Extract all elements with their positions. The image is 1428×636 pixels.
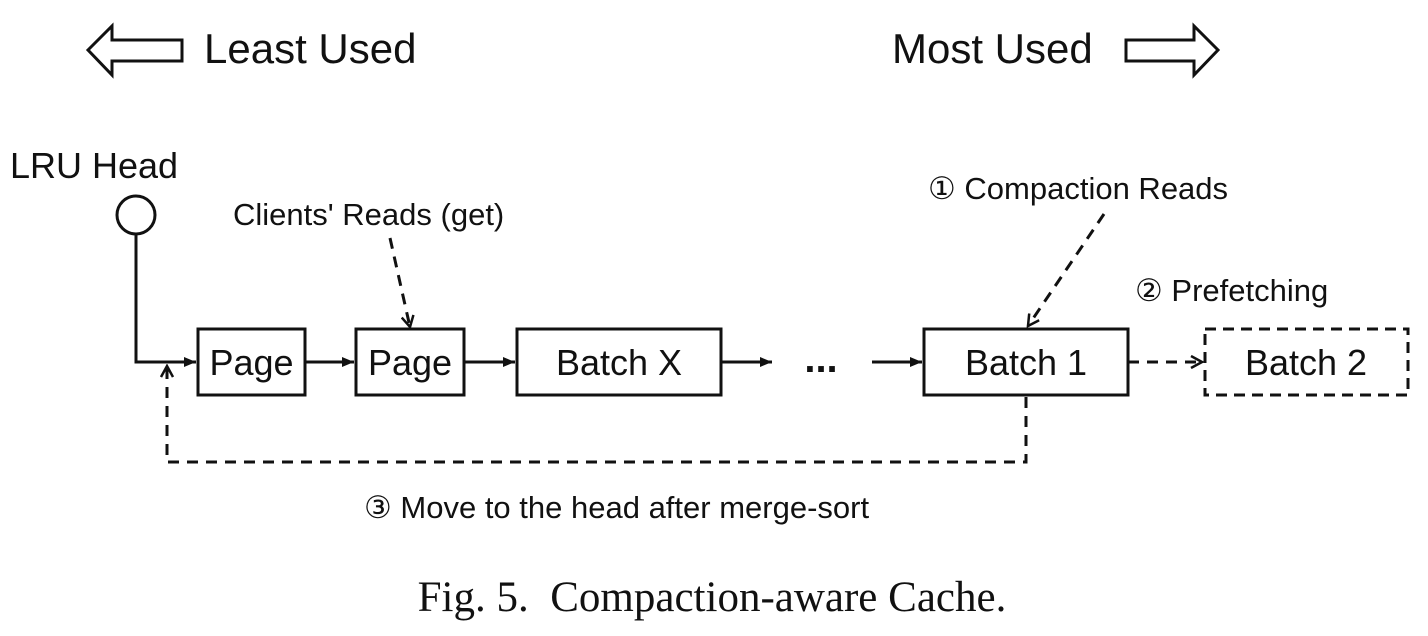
page-node-1 bbox=[196, 327, 307, 397]
least-used-label: Least Used bbox=[204, 25, 416, 72]
lru-head-circle bbox=[115, 194, 157, 236]
move-to-head-loop bbox=[167, 366, 1028, 464]
batch-2-label: Batch 2 bbox=[1245, 342, 1367, 383]
lru-head-link bbox=[134, 234, 196, 367]
figure-caption: Fig. 5. Compaction-aware Cache. bbox=[418, 574, 1007, 621]
most-used-label: Most Used bbox=[892, 25, 1093, 72]
most-used-legend: Most Used bbox=[892, 22, 1221, 79]
clients-reads-arrow bbox=[388, 237, 410, 327]
clients-reads-label: Clients' Reads (get) bbox=[233, 197, 504, 232]
lru-head-label: LRU Head bbox=[10, 145, 178, 186]
batch-1-node bbox=[922, 327, 1130, 397]
compaction-reads-label: ① Compaction Reads bbox=[928, 171, 1228, 206]
prefetching-label: ② Prefetching bbox=[1135, 273, 1328, 308]
left-hollow-arrow-icon bbox=[85, 22, 184, 79]
batch-1-label: Batch 1 bbox=[965, 342, 1087, 383]
batch-x-node bbox=[515, 327, 723, 397]
page-node-2-label: Page bbox=[368, 342, 452, 383]
batch-2-node bbox=[1203, 327, 1410, 397]
page-node-2 bbox=[354, 327, 466, 397]
move-to-head-label: ③ Move to the head after merge-sort bbox=[364, 490, 869, 525]
right-hollow-arrow-icon bbox=[1124, 22, 1221, 79]
ellipsis: ... bbox=[804, 337, 837, 381]
batch-x-label: Batch X bbox=[556, 342, 682, 383]
compaction-reads-arrow bbox=[1028, 213, 1106, 326]
least-used-legend: Least Used bbox=[85, 22, 416, 79]
page-node-1-label: Page bbox=[209, 342, 293, 383]
